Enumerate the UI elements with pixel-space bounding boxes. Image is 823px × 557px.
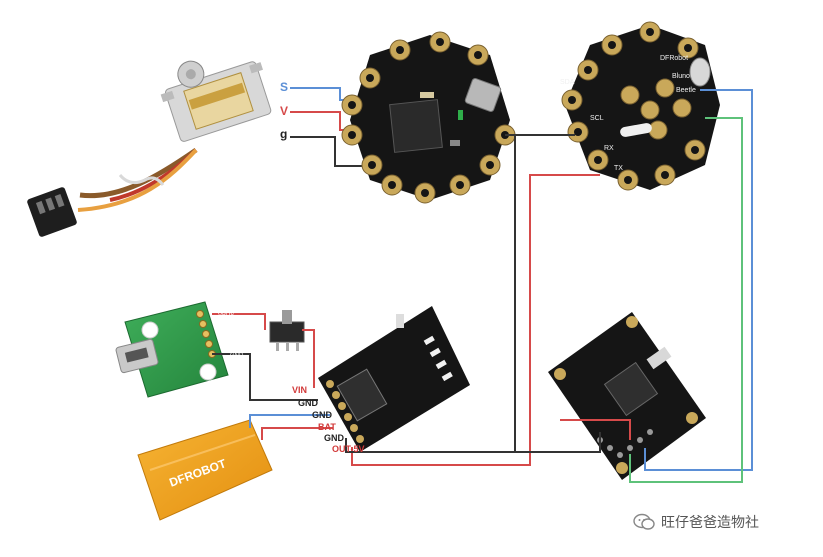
- gnd-label-1: GND: [298, 398, 318, 408]
- bluno-silkscreen-label: DFRobot: [660, 55, 688, 62]
- servo-gnd-label: g: [280, 127, 288, 141]
- gnd-label-2: GND: [312, 410, 332, 420]
- bat-label: BAT: [318, 422, 336, 432]
- servo-vcc-label: V: [280, 104, 289, 118]
- watermark-text: 旺仔爸爸造物社: [661, 515, 759, 531]
- bluno-silkscreen-label: Bluno: [672, 73, 690, 80]
- lipo-battery: [137, 419, 273, 521]
- vin-label: VIN: [292, 385, 308, 395]
- wechat-icon: [633, 513, 655, 530]
- usb-breakout-board: [115, 301, 229, 398]
- connection-wires: [212, 89, 753, 483]
- usb-pin-label: VBUS: [218, 313, 234, 319]
- servo-motor: [27, 60, 272, 237]
- sensor-board: [548, 312, 706, 480]
- slide-switch: [269, 310, 305, 351]
- watermark: 旺仔爸爸造物社: [633, 511, 813, 533]
- usb-pin-label: GND: [230, 353, 244, 359]
- bluno-silkscreen-label: TX: [614, 165, 623, 172]
- servo-signal-label: S: [280, 80, 289, 94]
- gnd-label-3: GND: [324, 433, 344, 443]
- bluno-silkscreen-label: Beetle: [676, 87, 696, 94]
- usb-pin-label: D-: [221, 323, 227, 329]
- bluno-silkscreen-label: SDA: [560, 79, 575, 86]
- bluno-silkscreen-label: RX: [604, 145, 614, 152]
- beetle-board-left: [341, 31, 516, 204]
- usb-pin-label: ID: [227, 343, 234, 349]
- bluno-beetle-board: [561, 21, 720, 191]
- usb-pin-label: D+: [224, 333, 232, 339]
- power-module-board: [318, 306, 470, 452]
- out-5v-label: OUT-5V: [332, 444, 365, 454]
- bluno-silkscreen-label: SCL: [590, 115, 604, 122]
